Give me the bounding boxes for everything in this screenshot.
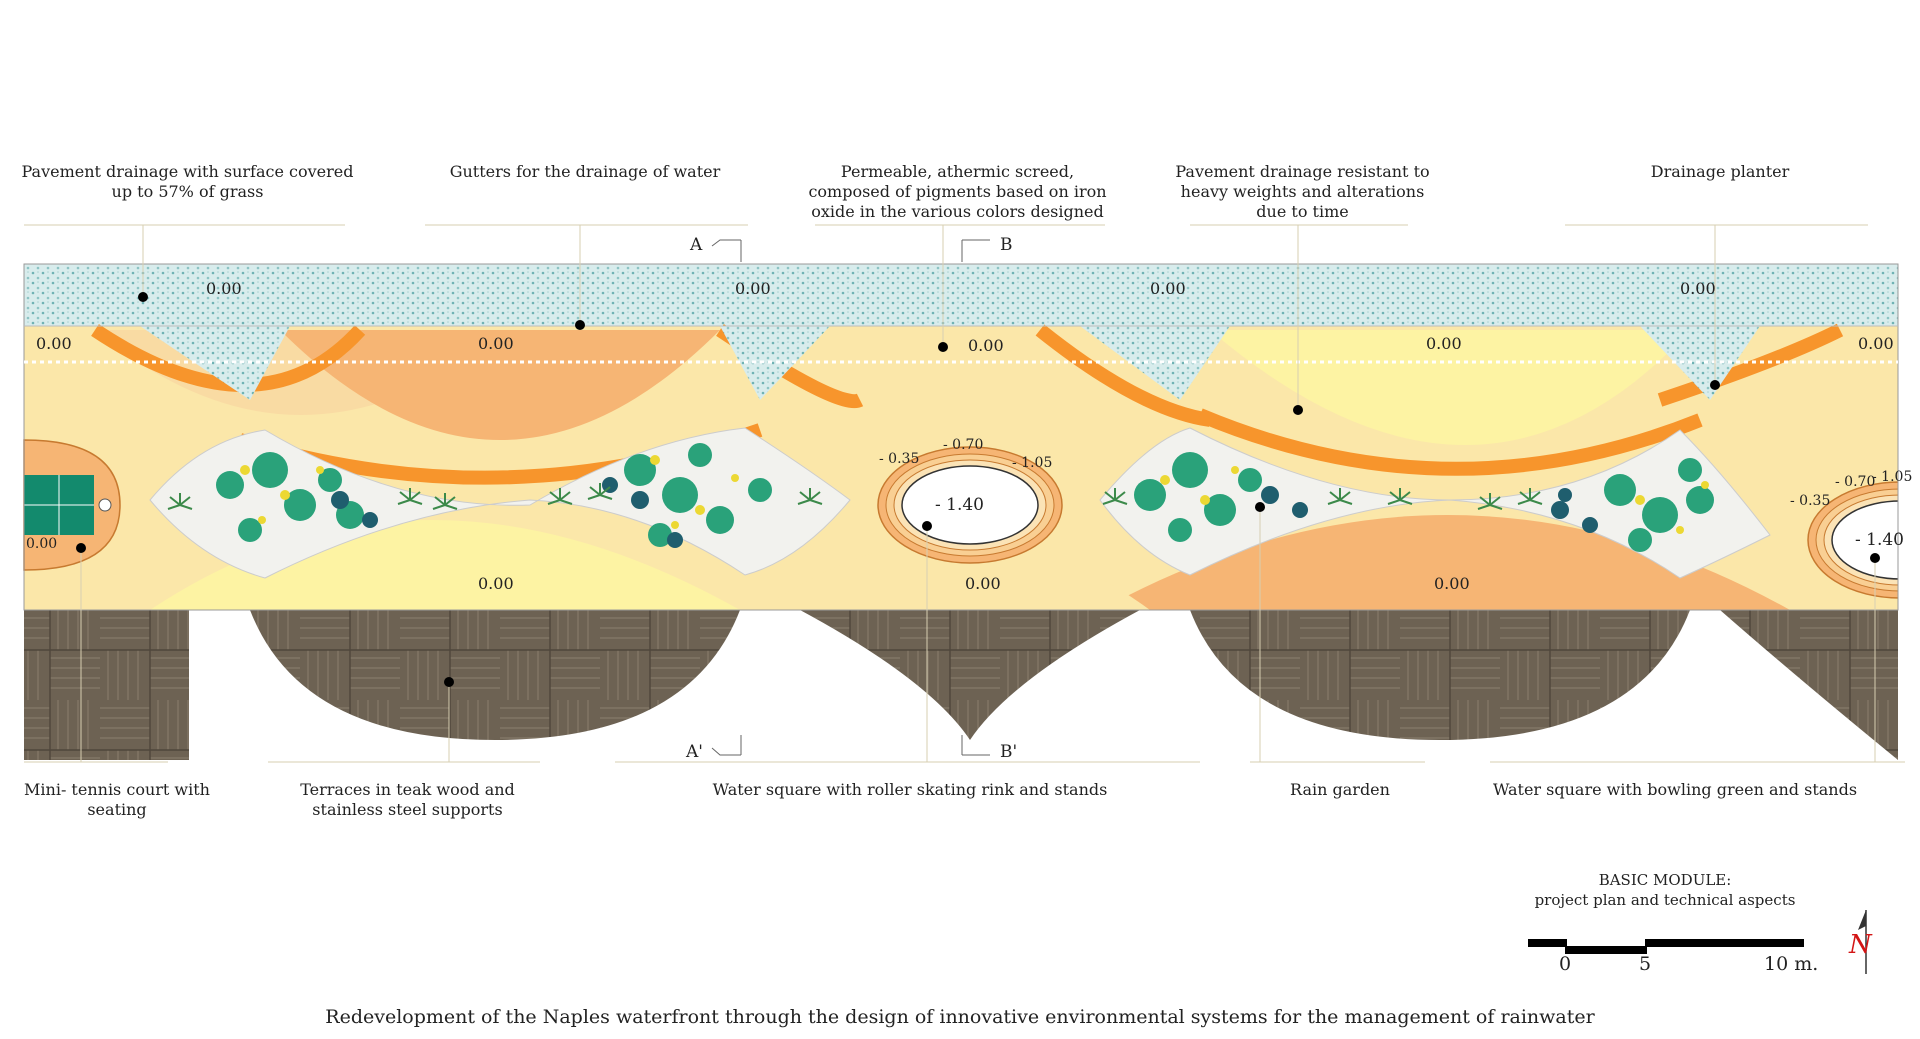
section-b-prime: B' bbox=[1000, 742, 1018, 762]
teak-terraces bbox=[24, 610, 1898, 760]
scale-bar bbox=[1528, 939, 1804, 954]
module-title-line2: project plan and technical aspects bbox=[1534, 891, 1796, 909]
elev-pool2-c: - 1.05 bbox=[1872, 469, 1913, 485]
elev-pool1-b: - 0.70 bbox=[943, 437, 984, 453]
elev-pool2-d: - 1.40 bbox=[1855, 530, 1904, 550]
section-a-prime: A' bbox=[686, 742, 703, 762]
elev-tennis: 0.00 bbox=[26, 536, 58, 552]
elev-upper-3: 0.00 bbox=[968, 336, 1004, 355]
section-arrows bbox=[711, 239, 990, 756]
elev-grass-1: 0.00 bbox=[206, 279, 242, 298]
north-label: N bbox=[1849, 930, 1872, 960]
elev-lower-1: 0.00 bbox=[478, 574, 514, 593]
label-skating-rink: Water square with roller skating rink an… bbox=[712, 780, 1108, 799]
elev-pool2-b: - 0.70 bbox=[1835, 474, 1876, 490]
elev-lower-3: 0.00 bbox=[1434, 574, 1470, 593]
label-pavement-heavy: Pavement drainage resistant to heavy wei… bbox=[1175, 162, 1430, 221]
label-gutters: Gutters for the drainage of water bbox=[449, 162, 721, 181]
label-tennis-court: Mini- tennis court with seating bbox=[24, 780, 210, 819]
elev-upper-2: 0.00 bbox=[478, 334, 514, 353]
label-pavement-grass: Pavement drainage with surface covered u… bbox=[21, 162, 354, 201]
north-arrow-icon bbox=[1858, 910, 1867, 974]
label-teak-terraces: Terraces in teak wood and stainless stee… bbox=[300, 780, 515, 819]
elev-pool2-a: - 0.35 bbox=[1790, 493, 1831, 509]
top-leaders bbox=[24, 224, 1868, 410]
elev-grass-4: 0.00 bbox=[1680, 279, 1716, 298]
drawing-caption: Redevelopment of the Naples waterfront t… bbox=[325, 1006, 1595, 1028]
elev-grass-2: 0.00 bbox=[735, 279, 771, 298]
grass-strip bbox=[23, 263, 1899, 327]
rain-garden-left bbox=[149, 427, 851, 579]
scale-label-10: 10 m. bbox=[1764, 953, 1819, 975]
label-drainage-planter: Drainage planter bbox=[1650, 162, 1790, 181]
elev-grass-3: 0.00 bbox=[1150, 279, 1186, 298]
water-square-skating bbox=[877, 446, 1063, 564]
elev-lower-2: 0.00 bbox=[965, 574, 1001, 593]
bottom-leaders bbox=[24, 507, 1905, 763]
label-bowling-green: Water square with bowling green and stan… bbox=[1492, 780, 1858, 799]
section-a: A bbox=[690, 235, 703, 255]
tennis-court bbox=[23, 439, 121, 571]
elev-upper-4: 0.00 bbox=[1426, 334, 1462, 353]
elev-pool1-d: - 1.40 bbox=[935, 495, 984, 515]
module-title: BASIC MODULE: project plan and technical… bbox=[1495, 870, 1835, 910]
grass-wedges bbox=[140, 326, 1760, 400]
scale-label-5: 5 bbox=[1639, 953, 1652, 975]
elev-pool1-c: - 1.05 bbox=[1012, 455, 1053, 471]
label-permeable-screed: Permeable, athermic screed, composed of … bbox=[808, 162, 1107, 221]
module-title-line1: BASIC MODULE: bbox=[1598, 871, 1732, 889]
elev-upper-1: 0.00 bbox=[36, 334, 72, 353]
label-rain-garden: Rain garden bbox=[1290, 780, 1390, 799]
rain-garden-right bbox=[1099, 427, 1771, 579]
elev-upper-5: 0.00 bbox=[1858, 334, 1894, 353]
elev-pool1-a: - 0.35 bbox=[879, 451, 920, 467]
marker-dots bbox=[76, 292, 1880, 687]
section-b: B bbox=[1000, 235, 1013, 255]
water-square-bowling bbox=[1807, 420, 1920, 660]
scale-label-0: 0 bbox=[1559, 953, 1572, 975]
